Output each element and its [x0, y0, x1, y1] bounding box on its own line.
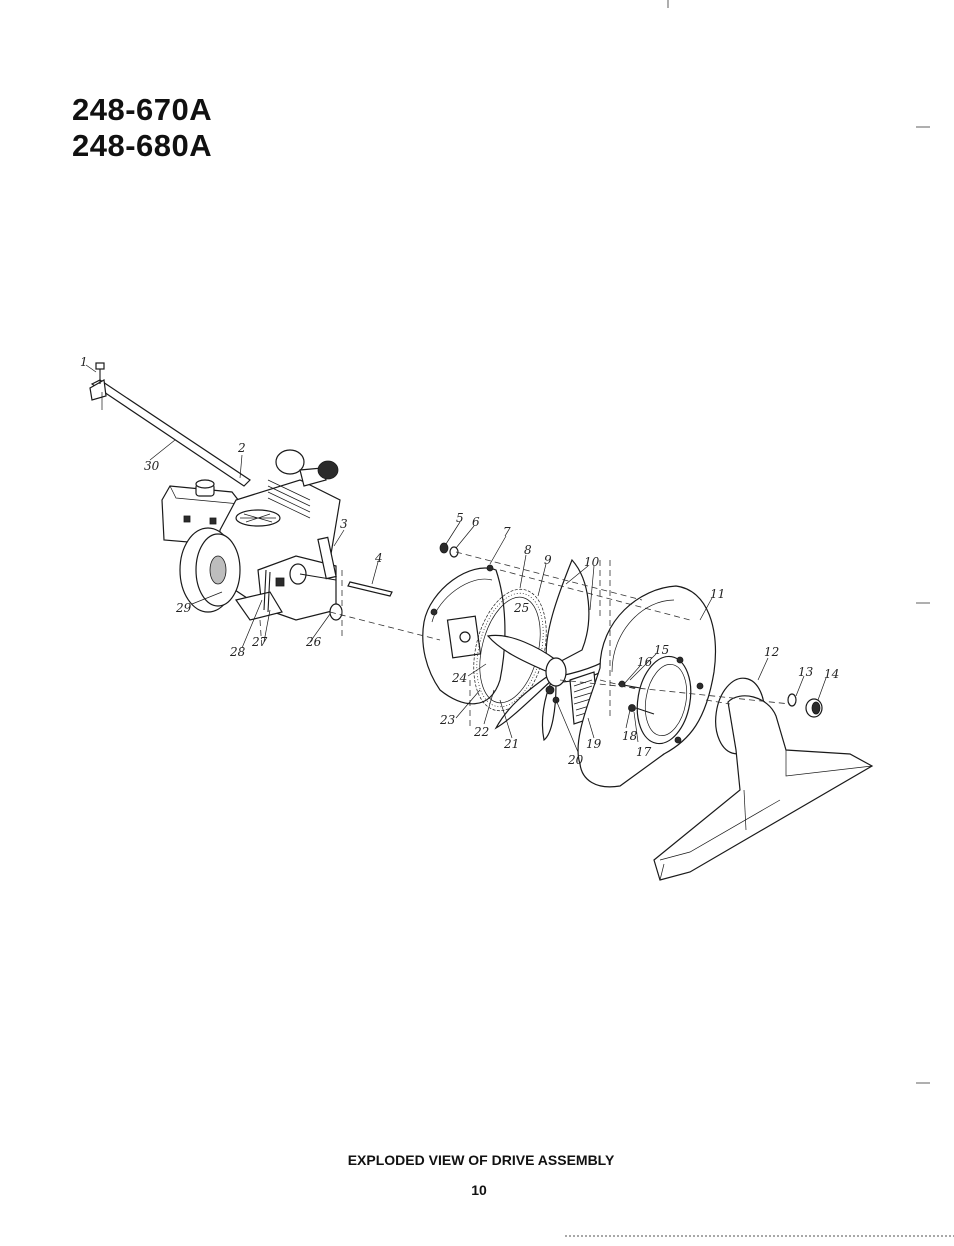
callout-16: 16: [637, 655, 653, 669]
model-number-2: 248-680A: [72, 128, 213, 163]
model-number-1: 248-670A: [72, 92, 213, 127]
callout-12: 12: [764, 645, 779, 659]
callout-11: 11: [710, 587, 725, 601]
callout-22: 22: [473, 725, 489, 739]
leader-lines: [85, 364, 827, 753]
callout-4: 4: [374, 551, 383, 565]
callout-8: 8: [524, 543, 532, 557]
figure-caption: EXPLODED VIEW OF DRIVE ASSEMBLY: [347, 1152, 615, 1168]
callout-5: 5: [456, 511, 464, 525]
assembly-axes: [259, 551, 791, 730]
impeller: [486, 558, 623, 742]
callout-7: 7: [503, 525, 511, 539]
callout-17: 17: [636, 745, 652, 759]
callout-29: 29: [175, 601, 192, 615]
callout-2: 2: [237, 441, 246, 455]
callout-13: 13: [798, 665, 814, 679]
callout-9: 9: [544, 553, 552, 567]
callout-26: 26: [305, 635, 322, 649]
callout-10: 10: [584, 555, 600, 569]
callout-3: 3: [340, 517, 348, 531]
callout-23: 23: [439, 713, 456, 727]
bolt: [95, 362, 105, 384]
callout-15: 15: [654, 643, 669, 657]
blower-housing: [577, 585, 717, 788]
callout-30: 30: [144, 459, 160, 473]
callout-19: 19: [586, 737, 602, 751]
key: [347, 581, 393, 597]
page-number: 10: [471, 1182, 487, 1198]
callout-21: 21: [503, 737, 519, 751]
callout-18: 18: [622, 729, 638, 743]
callout-27: 27: [251, 635, 268, 649]
intake-nozzle: [653, 677, 874, 881]
engine: [161, 449, 343, 621]
callout-1: 1: [80, 355, 88, 369]
washer-and-knob: [787, 693, 823, 718]
callout-labels: 1 2 3 4 5 6 7 8 9 10 11 12 13 14 15 16 1…: [80, 355, 839, 767]
callout-28: 28: [229, 645, 246, 659]
callout-24: 24: [451, 671, 467, 685]
callout-14: 14: [824, 667, 839, 681]
callout-20: 20: [567, 753, 584, 767]
handle-rod: [89, 379, 251, 487]
backplate: [422, 564, 506, 705]
callout-25: 25: [513, 601, 529, 615]
callout-6: 6: [472, 515, 480, 529]
nut-and-washer: [439, 542, 459, 558]
